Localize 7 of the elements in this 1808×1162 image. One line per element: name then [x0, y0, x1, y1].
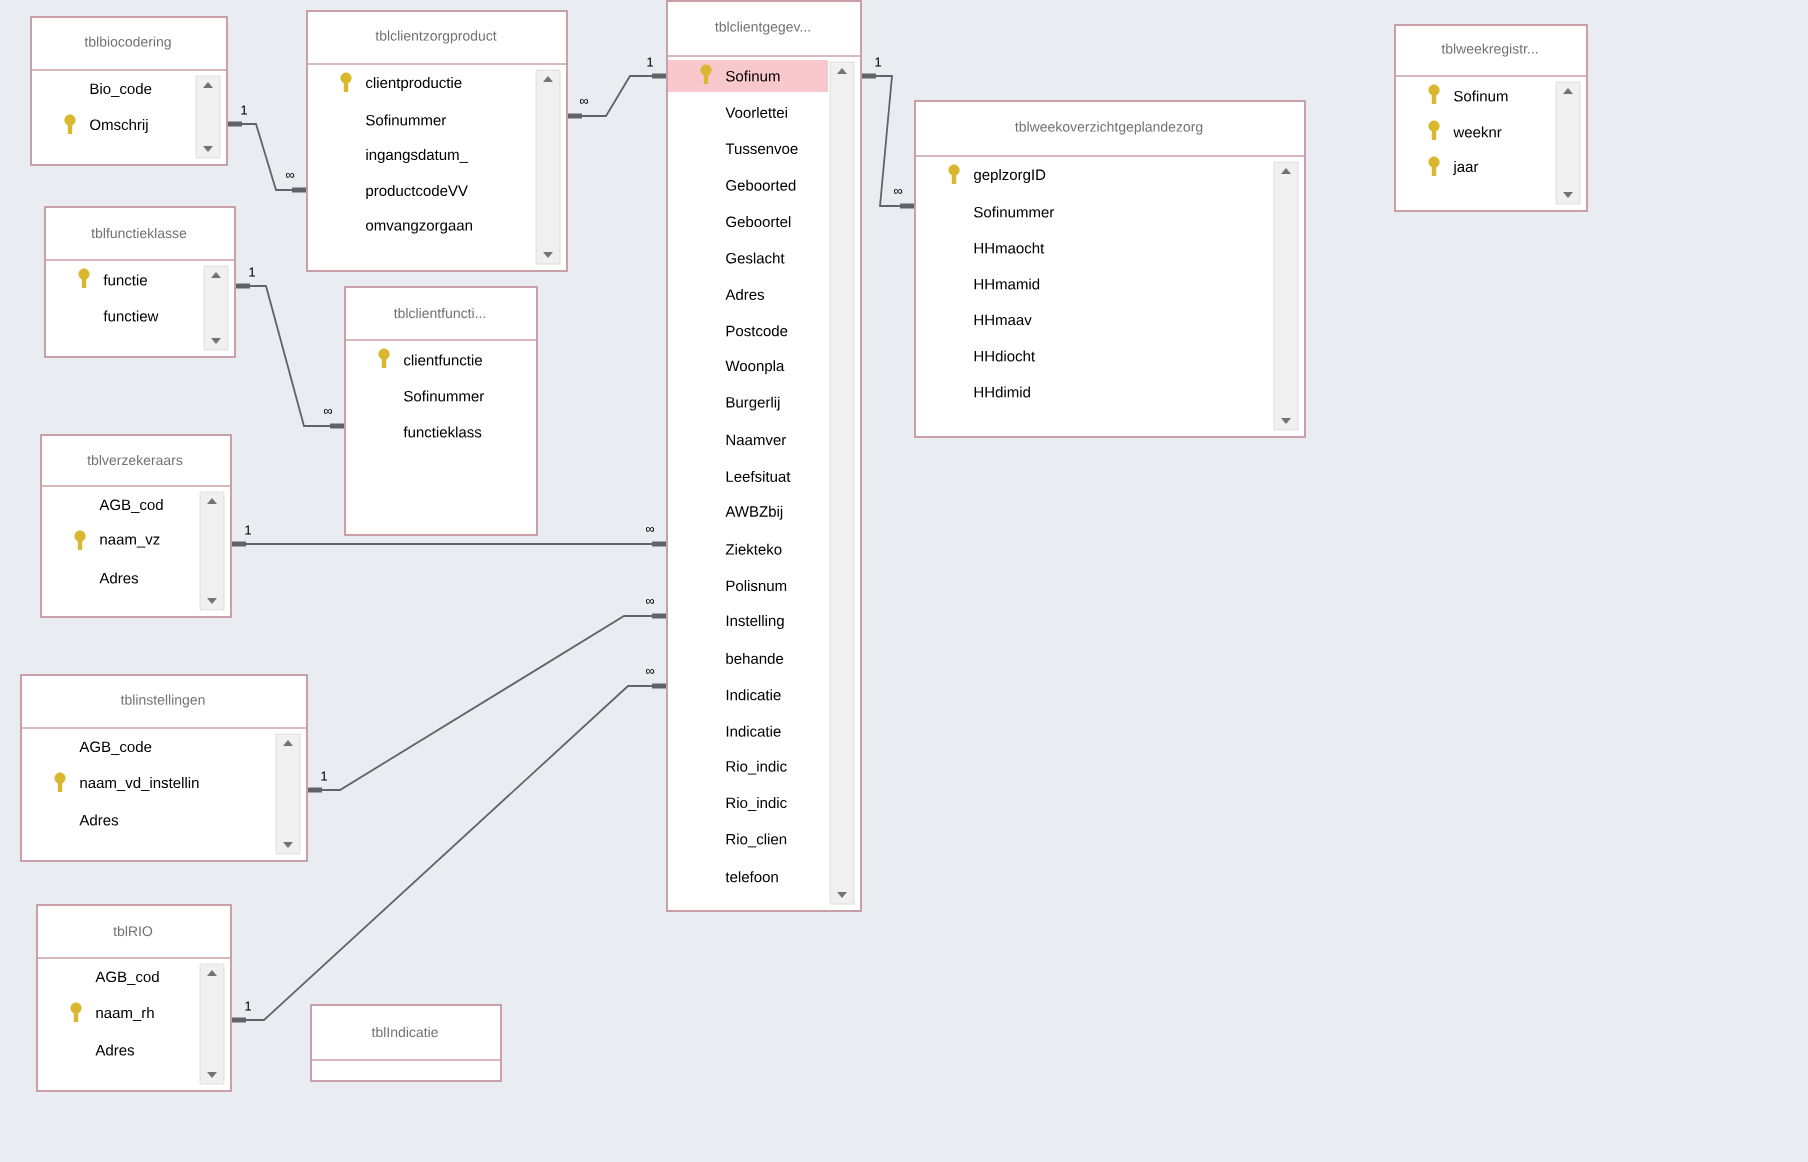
relationship-line: [232, 541, 666, 547]
relationship-line: [232, 683, 666, 1023]
relationship-line: [228, 121, 306, 193]
relationship-line: [236, 283, 344, 429]
relationship-line: [568, 73, 666, 119]
relationship-line: [308, 613, 666, 793]
relationship-line: [862, 73, 914, 209]
